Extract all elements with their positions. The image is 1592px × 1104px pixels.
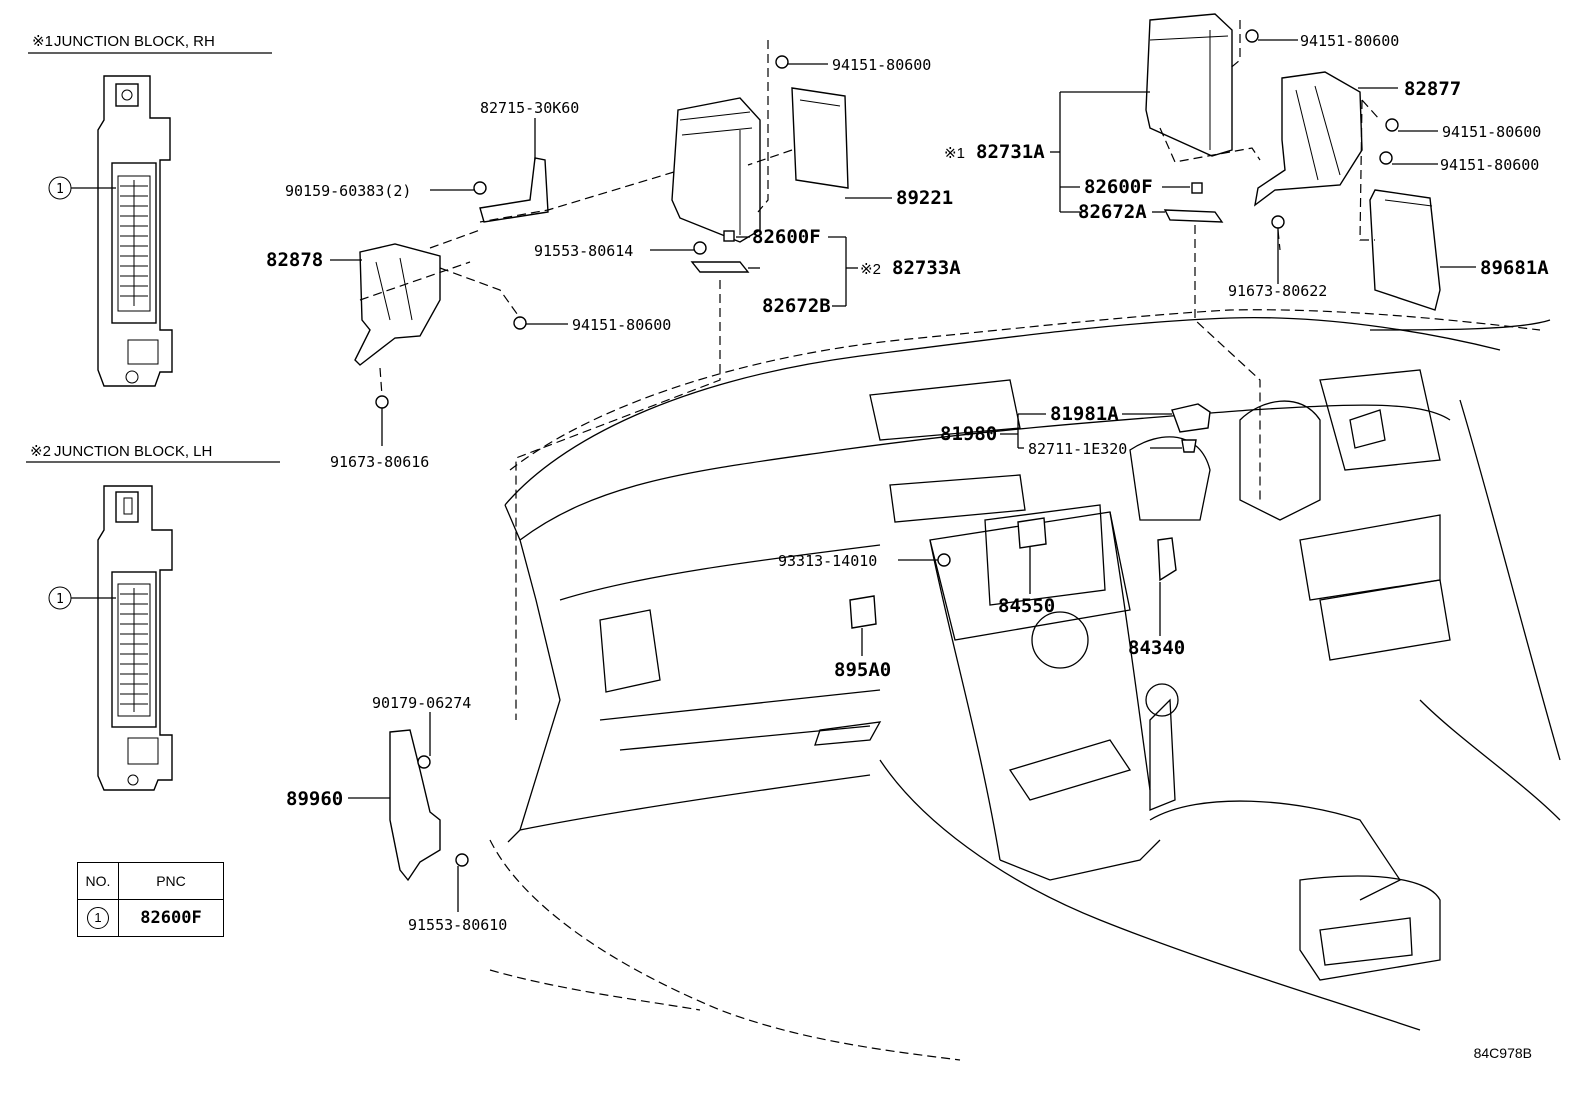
inset-junction-block-lh: ※2 JUNCTION BLOCK, LH 1 — [26, 443, 280, 791]
bracket-89960 — [389, 729, 441, 882]
label-82731a: 82731A — [976, 141, 1045, 163]
label-82877: 82877 — [1404, 78, 1461, 100]
label-91553-80614: 91553-80614 — [534, 242, 633, 260]
label-895a0: 895A0 — [834, 659, 891, 681]
bracket-82715 — [479, 157, 549, 223]
label-94151-80600-e: 94151-80600 — [1440, 156, 1539, 174]
fuse-82600f-b — [1191, 182, 1203, 194]
bolt-91673-80616 — [375, 395, 389, 409]
label-82731a-marker: ※1 — [944, 145, 965, 162]
inset-rh-title: JUNCTION BLOCK, RH — [54, 33, 215, 50]
screw-93313 — [937, 553, 951, 567]
label-82672a: 82672A — [1078, 201, 1147, 223]
nut-94151-c — [1245, 29, 1259, 43]
label-84550: 84550 — [998, 595, 1055, 617]
junction-block-rh-drawing — [97, 75, 173, 387]
pnc-row-pnc: 82600F — [118, 899, 224, 937]
table-row: 1 82600F — [77, 899, 224, 937]
label-82711-1e320: 82711-1E320 — [1028, 440, 1127, 458]
clip-82711 — [1181, 439, 1197, 453]
label-91673-80616: 91673-80616 — [330, 453, 429, 471]
junction-block-lh-drawing — [97, 485, 173, 791]
junction-block-rh-part — [1145, 13, 1233, 157]
fuse-82600f-a — [723, 230, 735, 242]
cover-82672a — [1163, 209, 1224, 223]
nut-94151-d — [1385, 118, 1399, 132]
ecu-89681a — [1369, 189, 1441, 311]
pnc-table-header-row: NO. PNC — [77, 862, 224, 900]
rh-junction-block-assembly — [1145, 13, 1441, 500]
label-90179-06274: 90179-06274 — [372, 694, 471, 712]
inset-rh-marker: ※1 — [32, 33, 53, 50]
label-94151-80600-b: 94151-80600 — [572, 316, 671, 334]
switch-84550 — [1017, 517, 1047, 549]
label-90159-60383: 90159-60383(2) — [285, 182, 411, 200]
label-93313-14010: 93313-14010 — [778, 552, 877, 570]
label-94151-80600-c: 94151-80600 — [1300, 32, 1399, 50]
nut-94151-b — [513, 316, 527, 330]
nut-94151-e — [1379, 151, 1393, 165]
bracket-82877 — [1254, 71, 1363, 207]
label-82733a-marker: ※2 — [860, 261, 881, 278]
bracket-82878 — [354, 243, 441, 366]
inset-lh-title: JUNCTION BLOCK, LH — [54, 443, 212, 460]
bolt-91673-80622 — [1271, 215, 1285, 229]
leader-lines-dashboard — [348, 413, 1182, 912]
pnc-header-no: NO. — [77, 862, 119, 900]
pnc-table: NO. PNC 1 82600F — [77, 862, 224, 937]
label-94151-80600-d: 94151-80600 — [1442, 123, 1541, 141]
sensor-895a0 — [849, 595, 877, 629]
label-91553-80610: 91553-80610 — [408, 916, 507, 934]
label-91673-80622: 91673-80622 — [1228, 282, 1327, 300]
bolt-90159 — [473, 181, 487, 195]
bolt-91553-80610 — [455, 853, 469, 867]
nut-90179 — [417, 755, 431, 769]
switch-84340 — [1157, 537, 1177, 582]
label-82600f-b: 82600F — [1084, 176, 1153, 198]
label-82600f-a: 82600F — [752, 226, 821, 248]
label-82672b: 82672B — [762, 295, 831, 317]
label-82715-30k60: 82715-30K60 — [480, 99, 579, 117]
instrument-panel-drawing — [389, 309, 1561, 1061]
nut-94151-a — [775, 55, 789, 69]
callout-number-rh: 1 — [56, 182, 64, 197]
ecu-89221 — [791, 87, 849, 189]
leader-lines-left — [330, 63, 892, 446]
lh-junction-block-assembly — [354, 40, 849, 720]
label-89681a: 89681A — [1480, 257, 1549, 279]
label-94151-80600-a: 94151-80600 — [832, 56, 931, 74]
part-number-labels: 94151-80600 82715-30K60 90159-60383(2) 8… — [266, 32, 1549, 934]
bolt-91553-80614 — [693, 241, 707, 255]
label-84340: 84340 — [1128, 637, 1185, 659]
label-82878: 82878 — [266, 249, 323, 271]
leader-lines-right — [1050, 39, 1476, 284]
label-81981a: 81981A — [1050, 403, 1119, 425]
pnc-row-no-cell: 1 — [77, 899, 119, 937]
label-89221: 89221 — [896, 187, 953, 209]
inset-junction-block-rh: ※1 JUNCTION BLOCK, RH 1 — [28, 33, 272, 387]
inset-lh-marker: ※2 — [30, 443, 51, 460]
cover-82672b — [690, 261, 750, 273]
label-89960: 89960 — [286, 788, 343, 810]
pnc-header-pnc: PNC — [118, 862, 224, 900]
label-81980: 81980 — [940, 423, 997, 445]
diagram-code: 84C978B — [1473, 1045, 1532, 1061]
sensor-81981a — [1171, 403, 1211, 433]
label-82733a: 82733A — [892, 257, 961, 279]
callout-number-lh: 1 — [56, 592, 64, 607]
pnc-row-no: 1 — [87, 907, 109, 929]
